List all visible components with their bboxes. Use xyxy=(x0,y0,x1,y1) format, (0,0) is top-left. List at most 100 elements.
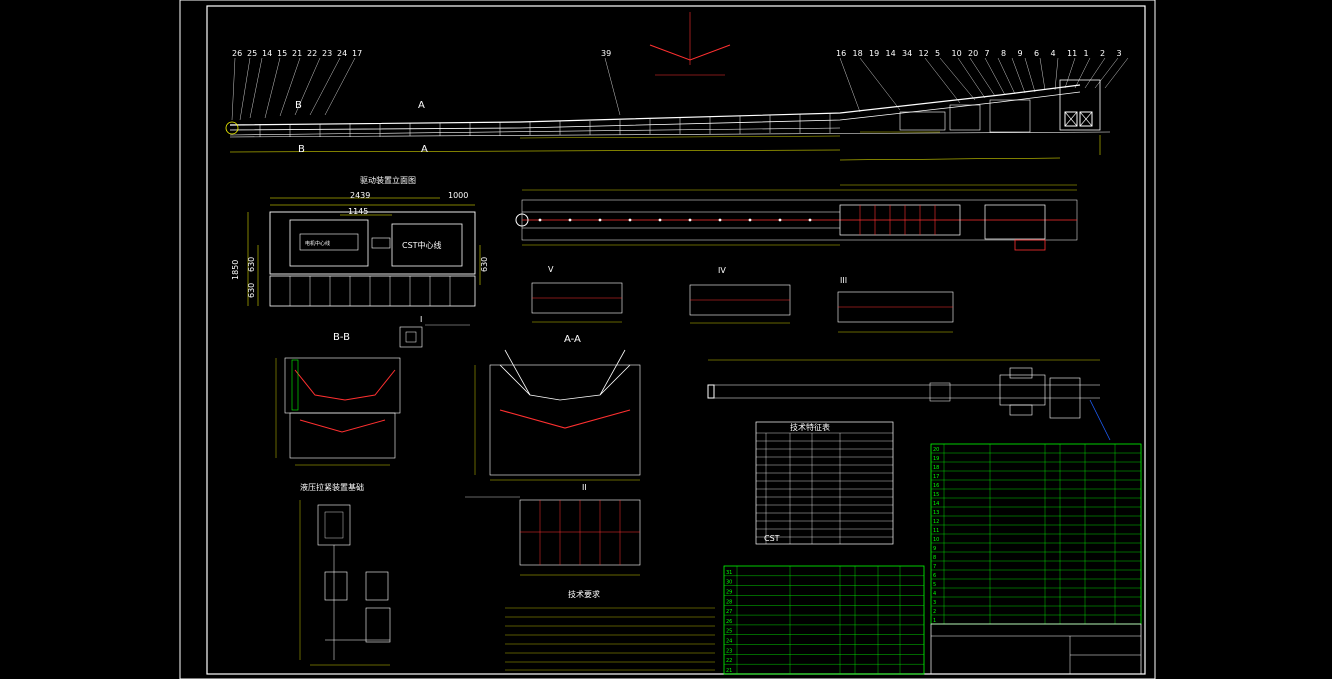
balloon-left-3: 15 xyxy=(277,49,287,58)
balloon-right-17: 3 xyxy=(1117,49,1122,58)
hydraulic-foundation-view: 液压拉紧装置基础 xyxy=(299,482,391,666)
drive-plan-dimensions: 2439 1000 1145 1850 630 630 630 电机中心线 CS… xyxy=(231,191,489,298)
bom-right-row-number: 16 xyxy=(933,483,939,489)
bom-right-row-number: 20 xyxy=(933,447,939,453)
balloon-right-0: 16 xyxy=(836,49,846,58)
balloon-left-4: 21 xyxy=(292,49,302,58)
tech-requirements-title: 技术要求 xyxy=(568,589,600,599)
detail-v-title: V xyxy=(548,265,554,274)
bom-left-row-number: 28 xyxy=(726,599,732,605)
cut-a-bottom: A xyxy=(421,144,428,155)
reducer-centerline-label: CST中心线 xyxy=(402,240,442,250)
bom-right-row-number: 14 xyxy=(933,501,939,507)
cut-a-top: A xyxy=(418,100,425,111)
cut-b-bottom: B xyxy=(298,144,305,155)
dim-630-b: 630 xyxy=(247,283,256,298)
bom-right-row-number: 10 xyxy=(933,537,939,543)
bom-left-row-number: 29 xyxy=(726,589,732,595)
parameter-side-cst: CST xyxy=(764,534,780,543)
detail-ii-view xyxy=(465,496,641,576)
detail-iv-title: IV xyxy=(718,266,726,275)
section-aa-title: A-A xyxy=(564,334,581,345)
detail-i-view xyxy=(399,324,470,348)
balloon-right-5: 12 xyxy=(919,49,929,58)
bom-left-row-number: 31 xyxy=(726,570,732,576)
bom-left-row-number: 30 xyxy=(726,580,732,586)
balloon-right-12: 6 xyxy=(1034,49,1039,58)
bom-right-row-number: 8 xyxy=(933,555,936,561)
bom-right-row-number: 17 xyxy=(933,474,939,480)
bom-right-row-number: 11 xyxy=(933,528,939,534)
balloon-right-2: 19 xyxy=(869,49,879,58)
inner-frame xyxy=(206,5,1146,675)
section-aa-view: A-A xyxy=(474,334,641,481)
dim-630-a: 630 xyxy=(247,257,256,272)
bom-left-row-number: 24 xyxy=(726,639,732,645)
bom-right-row-number: 2 xyxy=(933,609,936,615)
balloon-label-middle: 39 xyxy=(601,49,611,58)
lower-elevation-view xyxy=(707,359,1111,441)
balloon-right-1: 18 xyxy=(853,49,863,58)
technical-requirements: 技术要求 xyxy=(505,589,715,671)
balloon-right-10: 8 xyxy=(1001,49,1006,58)
bom-right-row-number: 5 xyxy=(933,582,936,588)
dim-1850: 1850 xyxy=(231,260,240,280)
bom-right-row-number: 3 xyxy=(933,600,936,606)
conveyor-plan-view xyxy=(515,184,1078,251)
bom-right-row-number: 13 xyxy=(933,510,939,516)
bom-right-row-number: 19 xyxy=(933,456,939,462)
bom-right-row-number: 9 xyxy=(933,546,936,552)
detail-iii-title: III xyxy=(840,276,847,285)
hydraulic-foundation-title: 液压拉紧装置基础 xyxy=(300,482,364,492)
balloon-left-2: 14 xyxy=(262,49,272,58)
bom-right-row-number: 4 xyxy=(933,591,936,597)
dim-1000: 1000 xyxy=(448,191,468,200)
dim-2439: 2439 xyxy=(350,191,370,200)
conveyor-side-view xyxy=(225,12,1129,161)
balloon-left-0: 26 xyxy=(232,49,242,58)
detail-ii-title: II xyxy=(582,483,587,492)
bom-table-right: 20 19 18 17 16 15 14 13 12 11 10 9 8 7 6 5 4 3 2 1 xyxy=(930,443,1142,675)
cut-b-top: B xyxy=(295,100,302,111)
section-bb-title: B-B xyxy=(333,332,350,343)
section-bb-view: B-B xyxy=(275,332,401,466)
drive-plan-view: 驱动装置立面图 xyxy=(247,175,481,307)
detail-i-title: I xyxy=(420,315,422,324)
balloon-right-14: 11 xyxy=(1067,49,1077,58)
bom-left-row-number: 25 xyxy=(726,629,732,635)
section-cut-labels: B A B A xyxy=(295,100,428,155)
balloon-right-15: 1 xyxy=(1084,49,1089,58)
drive-plan-title: 驱动装置立面图 xyxy=(360,175,416,185)
balloon-left-8: 17 xyxy=(352,49,362,58)
balloon-right-9: 7 xyxy=(985,49,990,58)
bom-right-row-number: 15 xyxy=(933,492,939,498)
bom-right-row-number: 12 xyxy=(933,519,939,525)
bom-left-row-number: 27 xyxy=(726,609,732,615)
balloon-39: 39 xyxy=(601,49,611,58)
balloon-right-11: 9 xyxy=(1018,49,1023,58)
parameter-table-title: 技术特征表 xyxy=(790,422,830,432)
outer-frame xyxy=(179,0,1156,679)
balloon-left-6: 23 xyxy=(322,49,332,58)
balloon-right-16: 2 xyxy=(1100,49,1105,58)
bom-right-row-number: 1 xyxy=(933,618,936,624)
balloon-right-4: 34 xyxy=(902,49,912,58)
bom-left-row-number: 23 xyxy=(726,648,732,654)
balloon-right-7: 10 xyxy=(952,49,962,58)
balloon-right-13: 4 xyxy=(1051,49,1056,58)
balloon-left-5: 22 xyxy=(307,49,317,58)
detail-view-titles: V IV III II I xyxy=(420,265,847,492)
bom-right-row-number: 7 xyxy=(933,564,936,570)
bom-right-row-number: 6 xyxy=(933,573,936,579)
parameter-table: 技术特征表 CST xyxy=(755,421,894,545)
balloon-left-7: 24 xyxy=(337,49,347,58)
motor-centerline-label: 电机中心线 xyxy=(305,240,330,247)
detail-views-row xyxy=(531,282,954,333)
dim-1145: 1145 xyxy=(348,207,368,216)
balloon-right-8: 20 xyxy=(968,49,978,58)
bom-left-row-number: 22 xyxy=(726,658,732,664)
bom-right-row-number: 18 xyxy=(933,465,939,471)
